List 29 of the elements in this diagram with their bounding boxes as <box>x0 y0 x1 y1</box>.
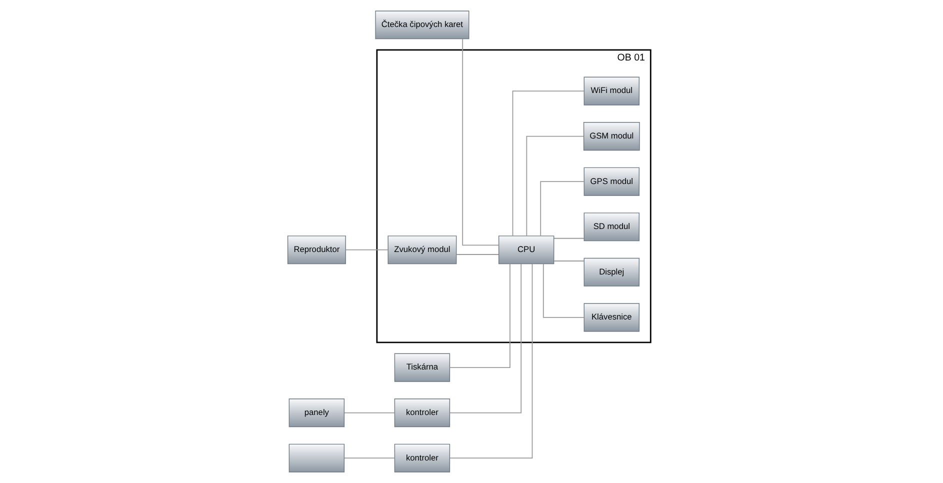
node-box: GSM modul <box>582 122 640 151</box>
connector <box>553 260 584 262</box>
node-box: GPS modul <box>583 167 639 196</box>
connector <box>512 90 584 236</box>
connector <box>553 238 584 239</box>
node-box: kontroler <box>394 398 450 428</box>
connector <box>456 254 498 255</box>
node-box: Reproduktor <box>286 236 346 264</box>
connector <box>343 412 395 414</box>
connector <box>344 249 388 250</box>
node-box <box>288 444 344 472</box>
connector <box>448 263 510 368</box>
connector <box>526 136 584 236</box>
node-box: Tiskárna <box>394 353 450 382</box>
connector <box>448 264 522 414</box>
node-box: kontroler <box>394 444 450 472</box>
node-box: Klávesnice <box>583 303 639 332</box>
connector <box>343 458 395 459</box>
node-box: Zvukový modul <box>387 236 456 264</box>
node-box: CPU <box>498 236 554 264</box>
connector <box>462 38 499 246</box>
connector <box>542 263 584 318</box>
node-box: Displej <box>583 258 639 286</box>
node-box: WiFi modul <box>583 76 639 106</box>
node-box: Čtečka čipových karet <box>374 10 469 40</box>
node-box: SD modul <box>583 212 639 242</box>
node-box: panely <box>288 398 344 428</box>
connector <box>540 181 584 236</box>
connector <box>449 263 532 459</box>
